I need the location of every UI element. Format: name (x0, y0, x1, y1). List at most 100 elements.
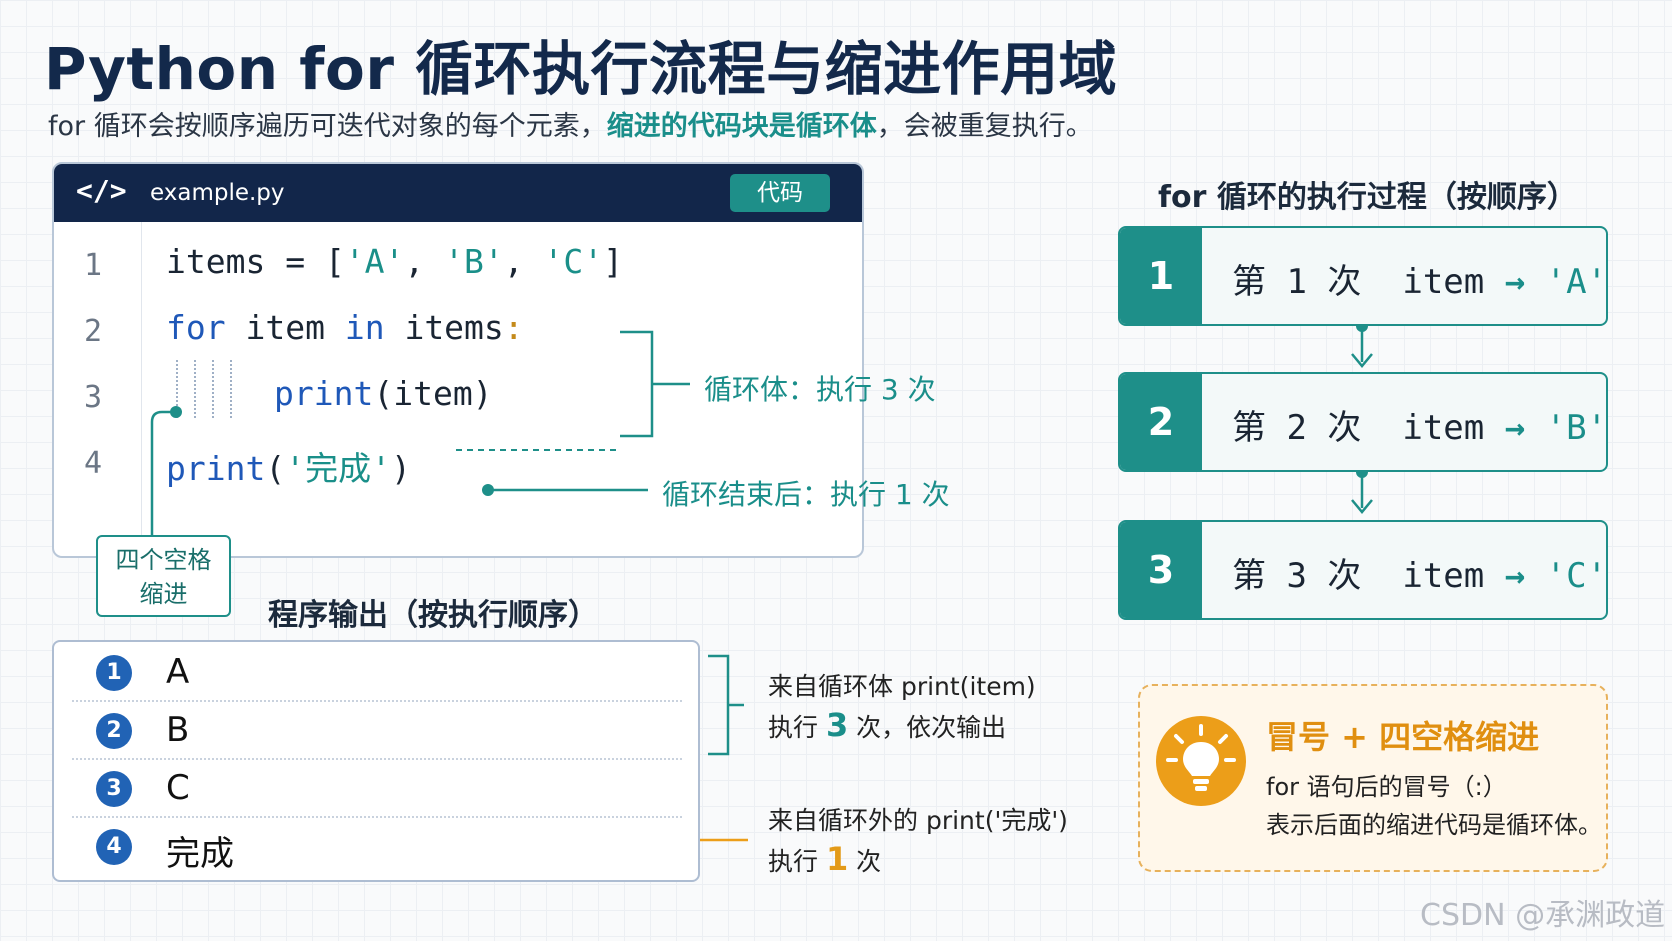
output-divider (72, 700, 682, 702)
note-text: 执行 (768, 713, 826, 742)
note-text: 次 (848, 847, 882, 876)
code-token: in (344, 308, 385, 347)
code-token: items (384, 308, 504, 347)
code-line-4: print('完成') (166, 442, 411, 490)
note-count: 1 (825, 840, 849, 878)
output-bracket (708, 654, 730, 756)
code-token: print (274, 374, 374, 413)
output-number-badge: 3 (96, 771, 132, 807)
output-divider (72, 816, 682, 818)
right-arrow-icon: → (1504, 556, 1526, 596)
line-number: 2 (84, 314, 103, 349)
right-arrow-icon: → (1504, 262, 1526, 302)
code-line-3: print(item) (274, 374, 493, 413)
code-card: </> example.py 代码 1 2 3 4 items = ['A', … (52, 162, 864, 558)
indent-note-line2: 缩进 (139, 580, 188, 608)
code-token: 'C' (543, 242, 604, 281)
flow-step: 3 第 3 次 item → 'C' (1118, 520, 1608, 620)
line-number: 3 (84, 380, 103, 415)
code-token: print (166, 449, 266, 488)
flow-step-index: 2 (1120, 374, 1202, 470)
code-token: (item) (373, 374, 493, 413)
code-token: 'B' (444, 242, 504, 281)
code-token: ] (603, 242, 624, 281)
indent-connector (150, 410, 176, 536)
output-divider (72, 758, 682, 760)
code-badge: 代码 (730, 174, 830, 212)
code-token: , (503, 242, 544, 281)
code-header: </> example.py 代码 (54, 164, 862, 222)
tip-line-2: 表示后面的缩进代码是循环体。 (1266, 811, 1602, 839)
page-title: Python for 循环执行流程与缩进作用域 (44, 35, 1118, 103)
note-text: 执行 (768, 847, 826, 876)
line-number: 1 (84, 248, 103, 283)
loop-output-note: 来自循环体 print(item) 执行 3 次，依次输出 (768, 668, 1036, 747)
flow-title: for 循环的执行过程（按顺序） (1158, 180, 1577, 215)
flow-step-text: 第 3 次 item (1232, 556, 1505, 596)
flow-step-text: 第 1 次 item (1232, 262, 1505, 302)
output-row: 1 A (70, 644, 682, 702)
output-value: 完成 (166, 834, 234, 874)
output-number-badge: 4 (96, 829, 132, 865)
code-icon: </> (76, 174, 127, 207)
output-row: 4 完成 (70, 818, 682, 876)
indent-guide (212, 360, 214, 418)
indent-guide (230, 360, 232, 418)
output-title: 程序输出（按执行顺序） (268, 598, 598, 633)
code-token: item (225, 308, 345, 347)
note-text: 次，依次输出 (848, 713, 1007, 742)
after-loop-output-note-line1: 来自循环外的 print('完成') (768, 806, 1068, 835)
flow-arrow-head (1351, 353, 1373, 368)
watermark: CSDN @承渊政道 (1420, 898, 1666, 933)
flow-arrow-head (1351, 499, 1373, 514)
subtitle-part1: for 循环会按顺序遍历可迭代对象的每个元素， (48, 111, 607, 142)
flow-step-value: 'A' (1525, 262, 1608, 302)
note-count: 3 (825, 706, 849, 744)
indent-guide (176, 360, 178, 418)
loop-output-note-line2: 执行 3 次，依次输出 (768, 706, 1036, 747)
output-value: C (166, 768, 190, 808)
code-token: 'A' (344, 242, 405, 281)
indent-note-line1: 四个空格 (115, 546, 212, 574)
code-token: ( (265, 449, 286, 488)
code-token: items = [ (166, 242, 345, 281)
output-row: 2 B (70, 702, 682, 760)
output-box: 1 A 2 B 3 C 4 完成 (52, 640, 700, 882)
right-arrow-icon: → (1504, 408, 1526, 448)
flow-step-index: 3 (1120, 522, 1202, 618)
after-loop-output-note: 来自循环外的 print('完成') 执行 1 次 (768, 802, 1068, 881)
flow-step-index: 1 (1120, 228, 1202, 324)
loop-body-annotation: 循环体：执行 3 次 (704, 373, 936, 406)
flow-step-label: 第 1 次 item → 'A' (1232, 254, 1608, 303)
after-loop-output-note-line2: 执行 1 次 (768, 840, 1068, 881)
output-value: A (166, 652, 190, 692)
code-token: , (404, 242, 445, 281)
output-number-badge: 2 (96, 713, 132, 749)
flow-step: 1 第 1 次 item → 'A' (1118, 226, 1608, 326)
flow-step-value: 'C' (1525, 556, 1608, 596)
tip-body: for 语句后的冒号（:） 表示后面的缩进代码是循环体。 (1266, 768, 1602, 844)
code-line-2: for item in items: (166, 308, 524, 347)
code-filename: example.py (150, 180, 285, 206)
subtitle-part2: ，会被重复执行。 (876, 111, 1093, 142)
tip-title: 冒号 + 四空格缩进 (1266, 718, 1540, 756)
flow-step-value: 'B' (1525, 408, 1608, 448)
page-subtitle: for 循环会按顺序遍历可迭代对象的每个元素，缩进的代码块是循环体，会被重复执行… (48, 104, 1093, 143)
code-token: ) (390, 449, 411, 488)
code-token: : (503, 308, 524, 347)
code-line-1: items = ['A', 'B', 'C'] (166, 242, 623, 281)
code-token: for (166, 308, 226, 347)
flow-step-label: 第 3 次 item → 'C' (1232, 548, 1608, 597)
flow-step-text: 第 2 次 item (1232, 408, 1505, 448)
flow-step: 2 第 2 次 item → 'B' (1118, 372, 1608, 472)
line-gutter: 1 2 3 4 (54, 222, 142, 556)
output-number-badge: 1 (96, 655, 132, 691)
flow-step-label: 第 2 次 item → 'B' (1232, 400, 1608, 449)
loop-output-note-line1: 来自循环体 print(item) (768, 672, 1036, 701)
code-token: '完成' (285, 449, 391, 488)
line-number: 4 (84, 446, 103, 481)
tip-line-1: for 语句后的冒号（:） (1266, 773, 1507, 801)
indent-note: 四个空格 缩进 (96, 535, 231, 617)
loop-body-bracket (620, 330, 654, 438)
